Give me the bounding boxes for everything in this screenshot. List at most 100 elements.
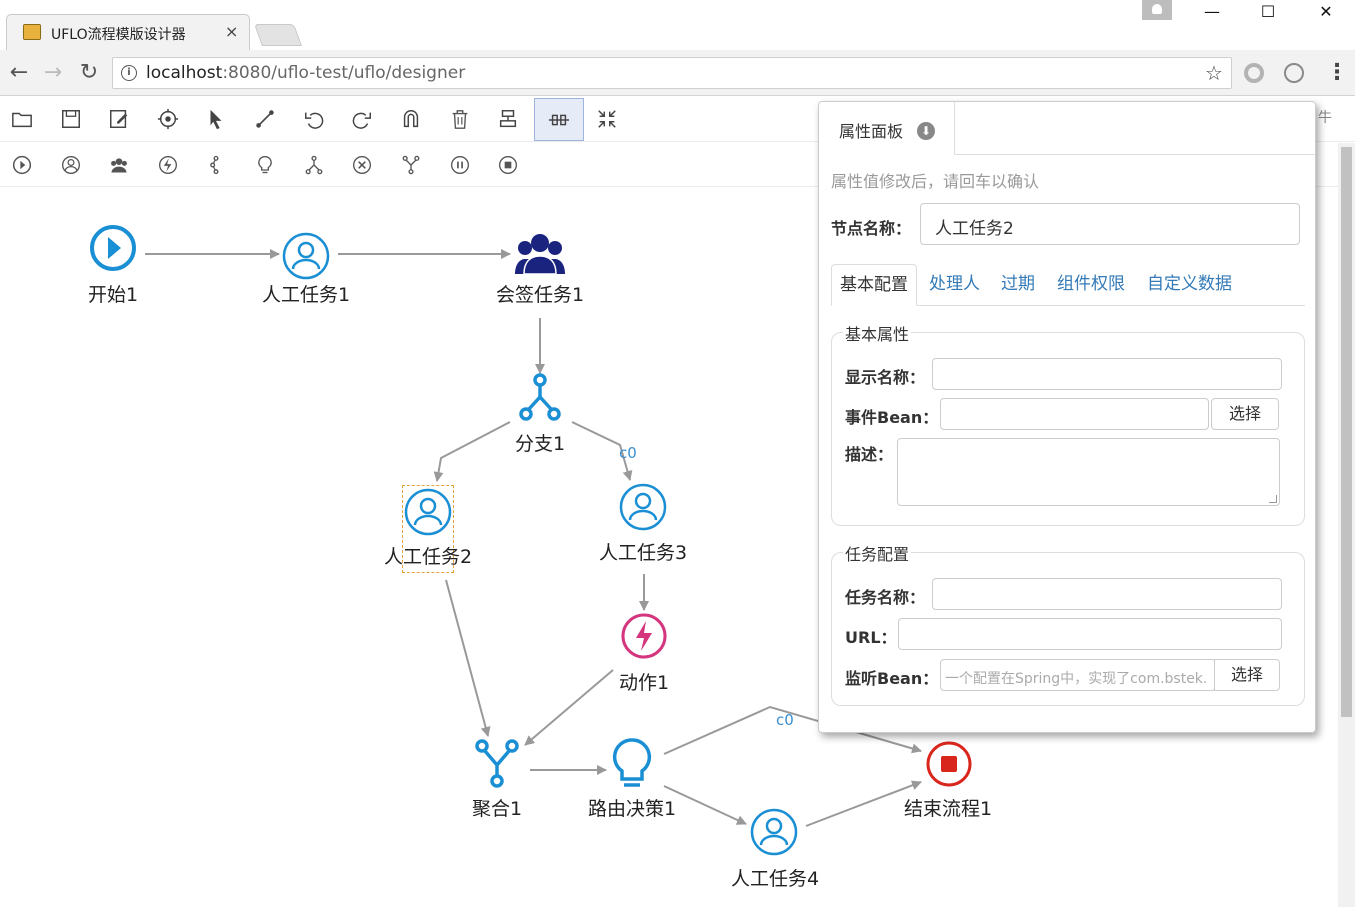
select-icon[interactable] — [200, 103, 232, 135]
listener-bean-input[interactable]: 一个配置在Spring中，实现了com.bstek. — [940, 659, 1216, 691]
browser-toolbar: ← → ↻ i localhost:8080/uflo-test/uflo/de… — [0, 50, 1355, 96]
delete-icon[interactable] — [444, 103, 476, 135]
start-node[interactable] — [89, 224, 137, 272]
countersign-node-icon[interactable] — [103, 149, 135, 181]
save-as-icon[interactable] — [103, 103, 135, 135]
browser-menu-icon[interactable]: ⋮ — [1326, 60, 1348, 85]
subprocess-node-icon[interactable] — [200, 149, 232, 181]
task-node-2[interactable] — [402, 485, 454, 573]
tab-component-permission[interactable]: 组件权限 — [1057, 274, 1125, 294]
listener-bean-label: 监听Bean： — [845, 669, 939, 688]
fork-node-1[interactable] — [518, 372, 562, 424]
url-text[interactable]: localhost:8080/uflo-test/uflo/designer — [146, 63, 466, 83]
config-subtabs: 基本配置 处理人 过期 组件权限 自定义数据 — [831, 264, 1305, 306]
save-icon[interactable] — [55, 103, 87, 135]
scrollbar-thumb[interactable] — [1341, 147, 1352, 717]
minimize-button[interactable]: — — [1204, 2, 1220, 21]
countersign-node-1[interactable] — [514, 232, 566, 276]
join-node-1[interactable] — [474, 738, 520, 790]
decision-node-1-label: 路由决策1 — [587, 798, 677, 820]
resize-grip[interactable] — [1269, 495, 1277, 503]
action-icon — [621, 613, 667, 659]
node-name-label: 节点名称： — [831, 219, 912, 238]
vertical-scrollbar[interactable] — [1338, 143, 1355, 907]
join-node-icon[interactable] — [395, 149, 427, 181]
edge-label-c0: c0 — [619, 444, 637, 462]
forward-icon[interactable]: → — [43, 60, 63, 85]
decision-node-1[interactable] — [611, 737, 653, 789]
node-name-input[interactable]: 人工任务2 — [920, 203, 1300, 245]
fork-icon — [519, 373, 561, 421]
end-node-1-label: 结束流程1 — [903, 798, 993, 820]
user-task-icon — [404, 488, 452, 536]
open-icon[interactable] — [6, 103, 38, 135]
listener-bean-select-button[interactable]: 选择 — [1214, 659, 1280, 691]
undo-icon[interactable] — [298, 103, 330, 135]
join-node-1-label: 聚合1 — [471, 798, 523, 820]
connection-icon[interactable] — [249, 103, 281, 135]
download-circle-icon[interactable]: ⬇ — [917, 122, 935, 140]
task-name-input[interactable] — [932, 578, 1282, 610]
tab-divider — [955, 154, 1315, 155]
tab-basic-config[interactable]: 基本配置 — [831, 264, 917, 306]
align-icon[interactable] — [492, 103, 524, 135]
collapse-icon[interactable] — [591, 103, 623, 135]
property-panel-tab[interactable]: 属性面板 ⬇ — [821, 102, 955, 155]
task-node-icon[interactable] — [55, 149, 87, 181]
end-terminate-node-icon[interactable] — [346, 149, 378, 181]
task-name-label: 任务名称： — [845, 588, 926, 607]
description-textarea[interactable] — [897, 438, 1280, 506]
user-task-icon — [619, 483, 667, 531]
tab-expiry[interactable]: 过期 — [1001, 274, 1035, 294]
action-node-icon[interactable] — [152, 149, 184, 181]
tab-close-button[interactable]: × — [225, 22, 239, 41]
task-node-4[interactable] — [750, 808, 798, 856]
center-align-icon[interactable] — [534, 98, 584, 141]
profile-icon[interactable] — [1142, 0, 1172, 20]
start-node-icon[interactable] — [6, 149, 38, 181]
action-node-1[interactable] — [621, 613, 667, 659]
display-name-input[interactable] — [932, 358, 1282, 390]
edge-task2-join1 — [445, 579, 491, 737]
end-node-icon[interactable] — [492, 149, 524, 181]
event-bean-input[interactable] — [940, 398, 1209, 430]
maximize-button[interactable]: ☐ — [1260, 2, 1276, 21]
redo-icon[interactable] — [346, 103, 378, 135]
edge-fork1-task2 — [433, 421, 511, 482]
new-tab-button[interactable] — [253, 24, 303, 46]
task-config-group — [831, 552, 1305, 706]
url-input[interactable] — [898, 618, 1282, 650]
countersign-icon — [515, 234, 565, 275]
event-bean-select-button[interactable]: 选择 — [1211, 398, 1279, 430]
edge-decision1-task4 — [663, 785, 747, 825]
react-devtools-icon[interactable] — [1284, 63, 1304, 83]
magnet-icon[interactable] — [395, 103, 427, 135]
fork-node-icon[interactable] — [298, 149, 330, 181]
decision-node-icon[interactable] — [249, 149, 281, 181]
tab-custom-data[interactable]: 自定义数据 — [1147, 274, 1232, 294]
edge-label-c0-decision: c0 — [776, 711, 794, 729]
end-icon — [926, 741, 972, 787]
task-node-2-label: 人工任务2 — [383, 546, 473, 568]
bookmark-star-icon[interactable]: ☆ — [1205, 61, 1223, 85]
tab-assignee[interactable]: 处理人 — [929, 274, 980, 294]
reload-icon[interactable]: ↻ — [79, 60, 99, 85]
edge-decision1-end1 — [663, 705, 922, 755]
favicon-icon — [23, 24, 41, 40]
foreach-node-icon[interactable] — [444, 149, 476, 181]
fork-node-1-label: 分支1 — [514, 433, 566, 455]
close-window-button[interactable]: ✕ — [1319, 2, 1333, 21]
task-node-3[interactable] — [619, 483, 667, 531]
back-icon[interactable]: ← — [9, 60, 29, 85]
edge-action1-join1 — [524, 669, 614, 746]
address-bar[interactable]: i localhost:8080/uflo-test/uflo/designer… — [112, 57, 1232, 89]
start-icon — [90, 225, 136, 271]
task-node-1[interactable] — [282, 232, 330, 280]
browser-tab[interactable]: UFLO流程模版设计器 × — [6, 14, 250, 51]
deploy-icon[interactable] — [152, 103, 184, 135]
site-info-icon[interactable]: i — [121, 65, 137, 81]
task-node-4-label: 人工任务4 — [730, 868, 820, 890]
end-node-1[interactable] — [925, 740, 973, 788]
extension-icon[interactable] — [1244, 63, 1264, 83]
basic-properties-legend: 基本属性 — [843, 321, 912, 345]
